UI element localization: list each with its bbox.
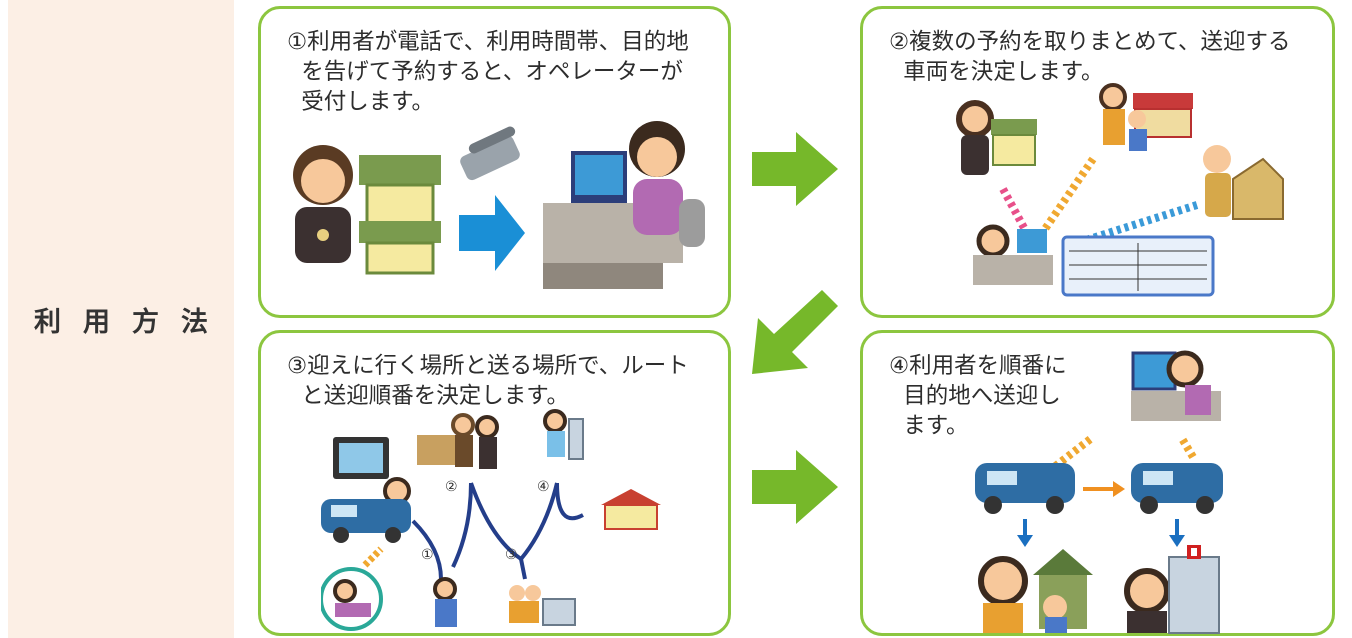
monitor-icon [333,437,389,479]
house-icon [359,155,441,275]
van-icon [321,477,411,543]
step-1-illustration [293,121,705,289]
operator-icon [973,224,1053,285]
operator-icon [543,121,705,289]
schedule-table-icon [1061,235,1215,297]
route-label-4: ④ [537,479,550,495]
step-4-illustration [975,350,1223,634]
flow-arrow-2-to-3 [752,290,838,374]
flow-arrow-1-to-2 [752,132,838,206]
school-icon [601,489,661,530]
family-home-icon [978,549,1093,633]
route-label-2: ② [445,479,458,495]
elderly-man-icon [1203,145,1284,220]
child-building-icon [543,409,584,460]
children-facility-icon [509,585,576,626]
family-icon [1099,83,1193,151]
step-4-text: ④利用者を順番に 目的地へ送迎し ます。 [889,353,1067,439]
step-4-card: ④利用者を順番に 目的地へ送迎し ます。 [860,330,1335,636]
van-icon [1131,463,1223,514]
route-label-3: ③ [505,547,518,563]
step-1-text: ①利用者が電話で、利用時間帯、目的地 を告げて予約すると、オペレーターが 受付し… [287,29,689,115]
couple-house-icon [417,413,499,469]
step-1-card: ①利用者が電話で、利用時間帯、目的地 を告げて予約すると、オペレーターが 受付し… [258,6,731,318]
side-panel: 利用方法 [8,0,234,638]
route-label-1: ① [421,547,434,563]
operator-circle-icon [321,567,383,631]
step-3-card: ③迎えに行く場所と送る場所で、ルート と送迎順番を決定します。 ① ② ③ ④ [258,330,731,636]
step-2-illustration [956,83,1284,297]
operator-icon [1131,350,1221,421]
orange-arrow-icon [1083,481,1125,497]
blue-arrow-icon [459,195,525,271]
step-2-text: ②複数の予約を取りまとめて、送迎する 車両を決定します。 [889,29,1291,85]
step-3-illustration: ① ② ③ ④ [321,409,661,631]
caller-woman-icon [956,100,1037,175]
van-icon [975,463,1075,514]
hospital-icon [1124,545,1220,634]
step-2-card: ②複数の予約を取りまとめて、送迎する 車両を決定します。 [860,6,1335,318]
flow-arrow-3-to-4 [752,450,838,524]
step-3-text: ③迎えに行く場所と送る場所で、ルート と送迎順番を決定します。 [287,353,689,409]
caller-woman-icon [293,145,353,263]
telephone-icon [460,126,520,181]
side-label: 利用方法 [34,307,230,338]
staff-icon [433,577,457,627]
